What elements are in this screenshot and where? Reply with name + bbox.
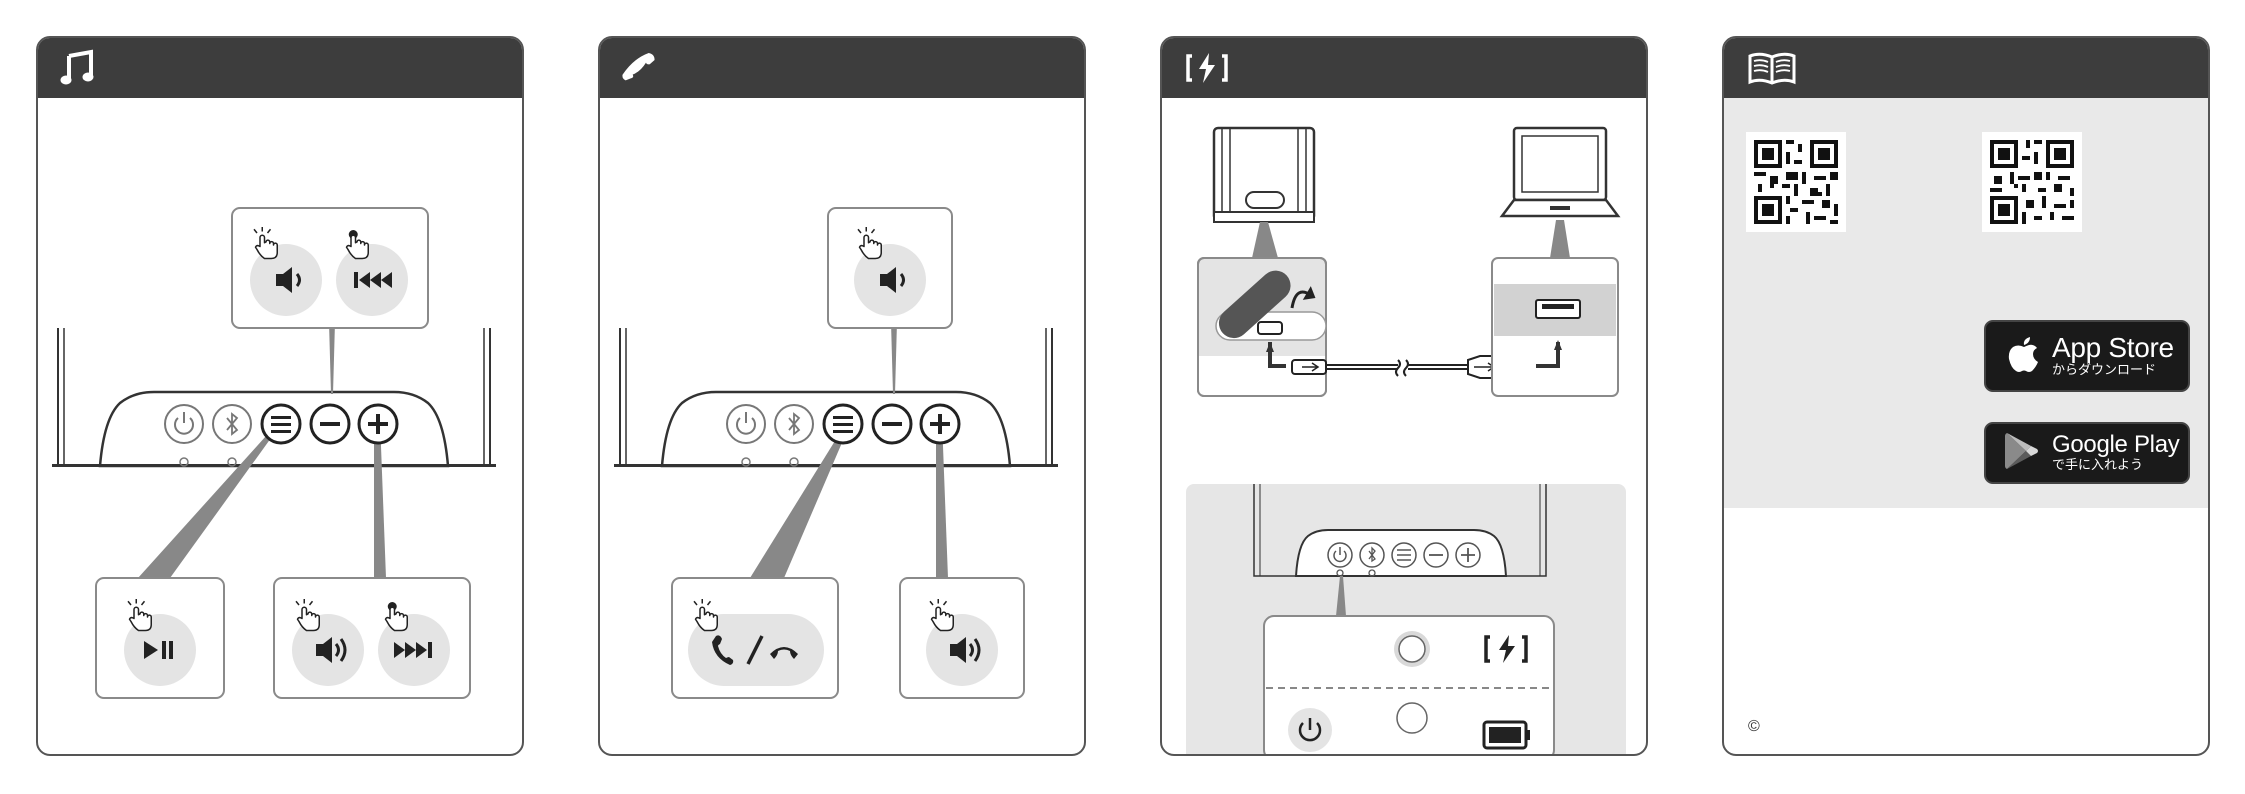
app-store-name: App Store [2052,333,2174,363]
qr-code-left[interactable] [1746,132,1846,232]
call-panel [598,36,1086,756]
call-panel-header [600,38,1084,98]
speaker-device [52,328,496,467]
battery-full-icon [1484,722,1530,748]
open-book-icon [1746,48,1798,88]
charging-icon [1184,50,1230,86]
google-play-logo-icon [2004,431,2040,475]
music-panel-header [38,38,522,98]
music-note-icon [60,48,100,88]
call-panel-body [600,98,1084,754]
led-off-indicator [1397,703,1427,733]
led-charging-glow [1394,631,1430,667]
volume-up-button[interactable] [921,405,959,443]
music-panel-body [38,98,522,754]
callout-volume-next [274,578,470,698]
volume-down-button[interactable] [311,405,349,443]
volume-up-button[interactable] [359,405,397,443]
charging-panel-body [1162,98,1646,754]
callout-connector [1550,220,1570,258]
power-press-icon [1288,708,1332,752]
app-store-subtitle: からダウンロード [2052,363,2174,379]
multifunction-button[interactable] [262,405,300,443]
speaker-side-view [1214,128,1314,222]
callout-volume-previous [232,208,428,328]
usb-c-port-closeup [1198,258,1326,396]
qr-code-right[interactable] [1982,132,2082,232]
usb-a-port-closeup [1492,258,1618,396]
callout-connector [1252,222,1278,258]
led-status-area [1186,484,1626,756]
manual-panel-header [1724,38,2208,98]
phone-handset-icon [622,48,662,88]
callout-answer-end-call [672,578,838,698]
charging-panel [1160,36,1648,756]
google-play-subtitle: で手に入れよう [2052,458,2179,474]
google-play-name: Google Play [2052,432,2179,458]
manual-panel: App Store からダウンロード Google Play で手に入れよう © [1722,36,2210,756]
music-panel [36,36,524,756]
apple-logo-icon [2008,335,2040,377]
callout-volume-down [828,208,952,328]
app-store-badge[interactable]: App Store からダウンロード [1984,320,2190,392]
laptop [1502,128,1618,216]
usb-cable [1292,354,1526,380]
manual-panel-body: App Store からダウンロード Google Play で手に入れよう © [1724,98,2208,754]
multifunction-button[interactable] [824,405,862,443]
callout-volume-up [900,578,1024,698]
charging-panel-header [1162,38,1646,98]
google-play-badge[interactable]: Google Play で手に入れよう [1984,422,2190,484]
copyright-text: © [1748,718,1760,736]
volume-down-button[interactable] [873,405,911,443]
callout-play-pause [96,578,224,698]
